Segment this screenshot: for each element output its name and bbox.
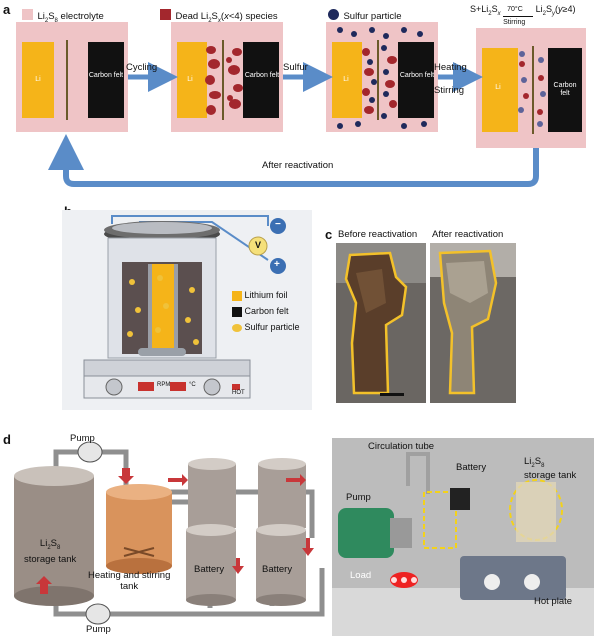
sulfur-swatch <box>328 9 339 21</box>
return-label: After reactivation <box>262 160 334 171</box>
lithium-foil-swatch <box>232 290 242 301</box>
cell3-li: Li <box>343 76 349 83</box>
legend-dead-species: Dead Li2Sx(x<4) species <box>160 6 278 24</box>
photo-battery-label: Battery <box>456 462 487 473</box>
panel-d-photo <box>332 438 594 636</box>
arrow-label-stirring: Stirring <box>434 85 465 96</box>
legend-sulfur-particle: Sulfur particle <box>232 322 300 332</box>
before-label: Before reactivation <box>338 229 418 240</box>
battery1-label: Battery <box>194 564 225 575</box>
cell2-li: Li <box>187 76 193 83</box>
legend-carbon-felt: Carbon felt <box>232 306 289 317</box>
load-label: Load <box>350 570 372 581</box>
electrolyte-swatch <box>22 9 33 21</box>
dead-species-swatch <box>160 9 171 21</box>
sulfur-particle-label: Sulfur particle <box>244 322 300 332</box>
pump-top-label: Pump <box>70 433 95 444</box>
cell4-li: Li <box>495 84 501 91</box>
battery2-label: Battery <box>262 564 293 575</box>
electrolyte-label: Li2S8 electrolyte <box>37 11 104 24</box>
dead-species-label: Dead Li2Sx(x<4) species <box>175 11 278 24</box>
cell1-li: Li <box>35 76 41 83</box>
panel-a-letter: a <box>3 2 11 17</box>
dead-species-blobs <box>205 46 243 115</box>
panel-b-apparatus <box>62 210 312 410</box>
reaction-temp: 70°C <box>507 6 523 13</box>
carbon-felt-label: Carbon felt <box>244 306 289 316</box>
storage-tank-label: Li2S8 storage tank <box>24 538 77 565</box>
cell1-cf: Carbon felt <box>88 72 124 79</box>
hotplate-rpm: RPM <box>157 382 171 388</box>
arrow-label-cycling: Cycling <box>126 62 158 73</box>
hotplate-unit: °C <box>189 382 196 388</box>
panel-d-letter: d <box>3 432 11 447</box>
minus-terminal: − <box>275 219 281 230</box>
reaction-stirring: Stirring <box>503 19 526 26</box>
hotplate-hot: HOT <box>232 390 245 396</box>
after-label: After reactivation <box>432 229 504 240</box>
carbon-felt-swatch <box>232 306 242 317</box>
panel-a-diagram <box>16 22 586 187</box>
cell2-cf: Carbon felt <box>244 72 280 79</box>
cell4-cf: Carbon felt <box>553 82 577 97</box>
reaction-equation: S+Li2Sx 70°C Stirring Li2Sy(y≥4) <box>470 4 576 26</box>
photo-after <box>430 243 516 403</box>
arrow-label-heating: Heating <box>434 62 467 73</box>
pump-bottom-label: Pump <box>86 624 111 635</box>
legend-electrolyte: Li2S8 electrolyte <box>22 6 104 24</box>
legend-sulfur: Sulfur particle <box>328 6 402 24</box>
cell3-cf: Carbon felt <box>399 72 435 79</box>
cell-pristine <box>16 22 128 132</box>
photo-pump-label: Pump <box>346 492 371 503</box>
arrow-label-sulfur: Sulfur <box>283 62 308 73</box>
sulfur-particles <box>337 27 427 129</box>
return-arrow <box>48 134 539 187</box>
photo-before <box>336 243 426 403</box>
cell-sulfur-added <box>326 22 438 132</box>
voltmeter-label: V <box>255 240 262 250</box>
panel-d-schematic <box>14 441 325 625</box>
circulation-tube-label: Circulation tube <box>368 441 435 452</box>
legend-lithium-foil: Lithium foil <box>232 290 288 301</box>
cell-reactivated <box>476 28 586 148</box>
cell-cycled <box>171 22 283 132</box>
hotplate-label: Hot plate <box>534 596 573 607</box>
sulfur-label: Sulfur particle <box>343 11 402 22</box>
panel-c-letter: c <box>325 227 333 242</box>
lithium-foil-label: Lithium foil <box>244 290 288 300</box>
plus-terminal: + <box>274 259 280 270</box>
sulfur-particle-swatch <box>232 323 242 332</box>
